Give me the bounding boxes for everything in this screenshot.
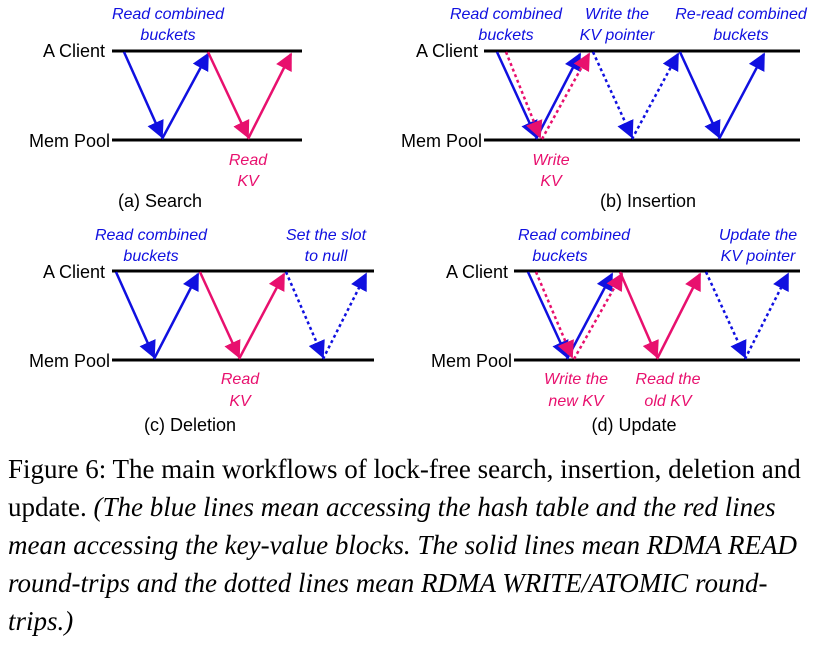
- set-null-response-arrow: [321, 272, 368, 360]
- annotation-reread-buckets: Re-read combined: [675, 6, 808, 23]
- write-new-kv-request-arrow: [534, 271, 574, 359]
- panel-deletion: A Client Mem Pool Read combined buckets …: [29, 227, 374, 435]
- read-kv-request-arrow: [198, 271, 241, 359]
- annotation-read-kv-line2: KV: [237, 173, 260, 190]
- set-null-request-arrow: [284, 271, 325, 359]
- panel-search: A Client Mem Pool Read combined buckets …: [29, 6, 302, 211]
- panel-caption: (a) Search: [118, 191, 202, 211]
- figure-caption-prefix: Figure 6: The main workflows of lock-fre…: [8, 454, 801, 522]
- annotation-reread-buckets-line2: buckets: [713, 27, 768, 44]
- write-pointer-request-arrow: [591, 51, 634, 139]
- annotation-read-buckets-line2: buckets: [140, 27, 195, 44]
- reread-buckets-response-arrow: [717, 52, 766, 140]
- annotation-read-buckets: Read combined: [95, 227, 208, 244]
- workflow-diagram: A Client Mem Pool Read combined buckets …: [29, 6, 808, 435]
- panel-caption: (d) Update: [591, 415, 676, 435]
- panel-caption: (c) Deletion: [144, 415, 236, 435]
- annotation-read-buckets-line2: buckets: [532, 248, 587, 265]
- read-kv-response-arrow: [237, 272, 286, 360]
- annotation-read-buckets-line2: buckets: [123, 248, 178, 265]
- read-old-kv-response-arrow: [655, 272, 702, 360]
- mempool-label: Mem Pool: [29, 351, 110, 371]
- figure-caption: Figure 6: The main workflows of lock-fre…: [8, 450, 813, 640]
- mempool-label: Mem Pool: [401, 131, 482, 151]
- read-kv-request-arrow: [206, 51, 250, 139]
- mempool-label: Mem Pool: [29, 131, 110, 151]
- update-pointer-response-arrow: [743, 272, 790, 360]
- annotation-write-kv: Write: [532, 152, 569, 169]
- annotation-write-new-kv: Write the: [544, 371, 608, 388]
- write-kv-response-arrow: [540, 52, 591, 140]
- panel-insertion: A Client Mem Pool Read combined buckets …: [401, 6, 808, 211]
- read-buckets-request-arrow: [495, 51, 538, 139]
- read-buckets-response-arrow: [160, 52, 210, 140]
- read-kv-response-arrow: [246, 52, 293, 140]
- read-buckets-response-arrow: [534, 52, 582, 140]
- panel-update: A Client Mem Pool Read combined buckets …: [431, 227, 800, 435]
- annotation-update-pointer: Update the: [719, 227, 797, 244]
- figure-caption-legend: (The blue lines mean accessing the hash …: [8, 492, 798, 636]
- update-pointer-request-arrow: [704, 271, 747, 359]
- read-buckets-response-arrow: [152, 272, 200, 360]
- write-kv-request-arrow: [504, 51, 543, 139]
- annotation-update-pointer-line2: KV pointer: [721, 248, 796, 265]
- annotation-read-buckets: Read combined: [112, 6, 225, 23]
- mempool-label: Mem Pool: [431, 351, 512, 371]
- write-new-kv-response-arrow: [572, 272, 624, 360]
- write-pointer-response-arrow: [630, 52, 680, 140]
- annotation-read-buckets: Read combined: [450, 6, 563, 23]
- annotation-set-null: Set the slot: [286, 227, 367, 244]
- annotation-write-kv-line2: KV: [540, 173, 563, 190]
- client-label: A Client: [416, 41, 478, 61]
- client-label: A Client: [43, 41, 105, 61]
- annotation-write-new-kv-line2: new KV: [548, 393, 604, 410]
- annotation-set-null-line2: to null: [305, 248, 348, 265]
- annotation-read-kv-line2: KV: [229, 393, 252, 410]
- client-label: A Client: [43, 262, 105, 282]
- annotation-read-buckets: Read combined: [518, 227, 631, 244]
- annotation-read-kv: Read: [221, 371, 260, 388]
- reread-buckets-request-arrow: [678, 51, 721, 139]
- panel-caption: (b) Insertion: [600, 191, 696, 211]
- read-buckets-request-arrow: [526, 271, 569, 359]
- read-buckets-response-arrow: [565, 272, 614, 360]
- read-buckets-request-arrow: [122, 51, 164, 139]
- annotation-read-old-kv: Read the: [636, 371, 701, 388]
- client-label: A Client: [446, 262, 508, 282]
- annotation-write-pointer: Write the: [585, 6, 649, 23]
- annotation-write-pointer-line2: KV pointer: [580, 27, 655, 44]
- annotation-read-buckets-line2: buckets: [478, 27, 533, 44]
- read-old-kv-request-arrow: [618, 271, 659, 359]
- annotation-read-old-kv-line2: old KV: [644, 393, 692, 410]
- read-buckets-request-arrow: [114, 271, 156, 359]
- annotation-read-kv: Read: [229, 152, 268, 169]
